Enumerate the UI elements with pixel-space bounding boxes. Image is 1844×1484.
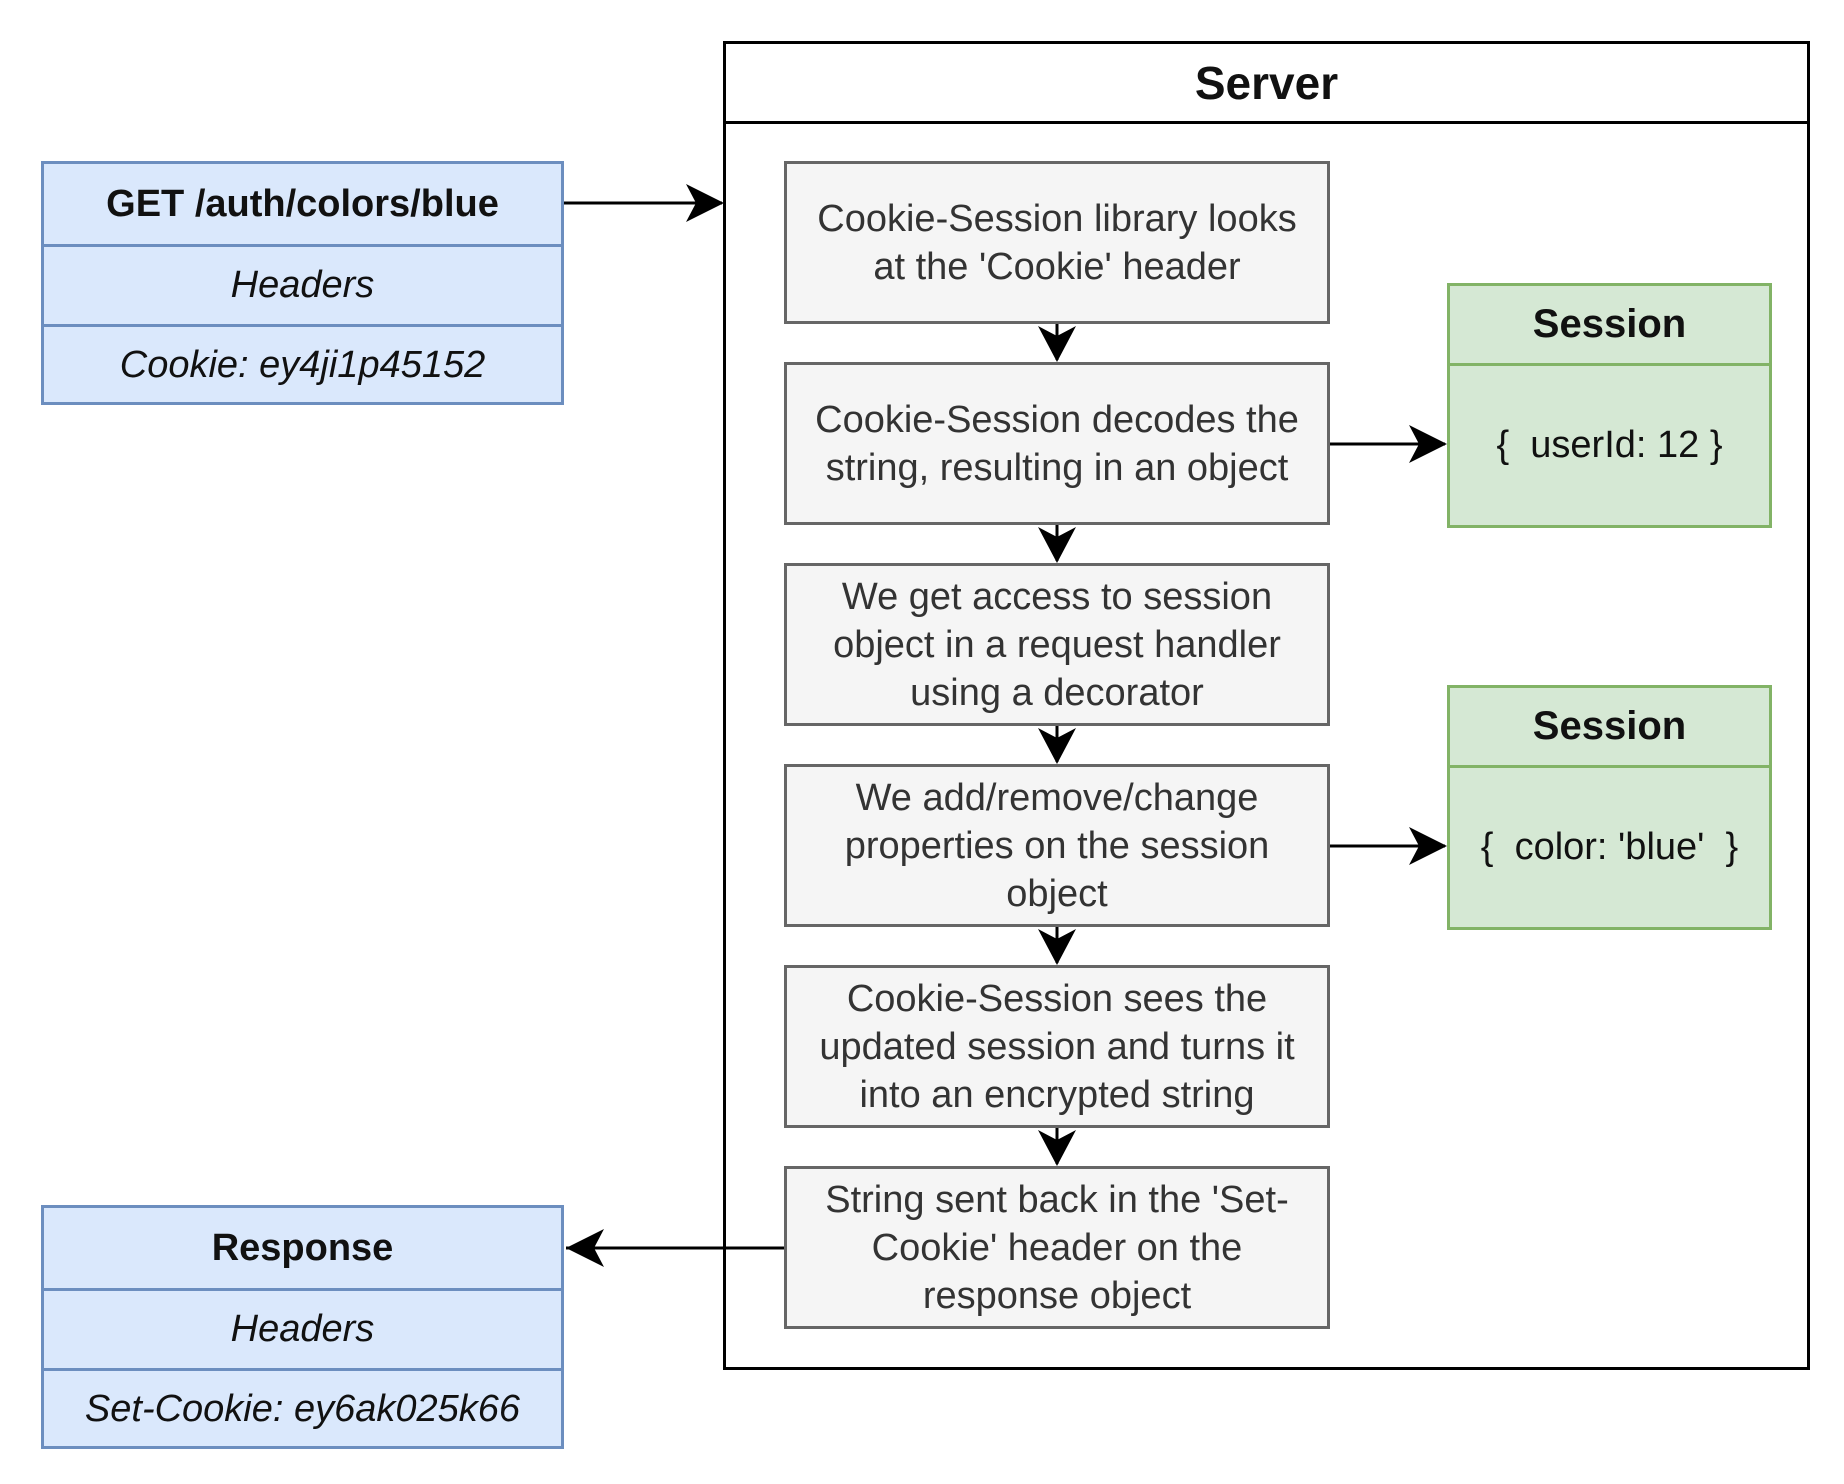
session-value: { userId: 12 } — [1496, 424, 1723, 466]
request-cookie: Cookie: ey4ji1p45152 — [44, 324, 561, 404]
response-set-cookie: Set-Cookie: ey6ak025k66 — [44, 1368, 561, 1448]
response-table: Response Headers Set-Cookie: ey6ak025k66 — [41, 1205, 564, 1449]
response-headers-label: Headers — [44, 1288, 561, 1368]
session-value: { color: 'blue' } — [1480, 826, 1739, 868]
step-modify-session: We add/remove/change properties on the s… — [784, 764, 1330, 927]
session-box-modified: Session { color: 'blue' } — [1447, 685, 1772, 930]
session-title: Session — [1450, 688, 1769, 768]
step-access-session: We get access to session object in a req… — [784, 563, 1330, 726]
server-title: Server — [726, 44, 1807, 124]
step-encrypt-session: Cookie-Session sees the updated session … — [784, 965, 1330, 1128]
request-headers-label: Headers — [44, 244, 561, 324]
session-box-decoded: Session { userId: 12 } — [1447, 283, 1772, 528]
arrowhead-request — [686, 184, 724, 222]
response-title: Response — [211, 1226, 394, 1269]
arrowhead-response — [566, 1229, 604, 1267]
session-title: Session — [1450, 286, 1769, 366]
request-title: GET /auth/colors/blue — [106, 182, 499, 225]
request-table: GET /auth/colors/blue Headers Cookie: ey… — [41, 161, 564, 405]
step-send-set-cookie: String sent back in the 'Set-Cookie' hea… — [784, 1166, 1330, 1329]
step-read-cookie: Cookie-Session library looks at the 'Coo… — [784, 161, 1330, 324]
step-decode-string: Cookie-Session decodes the string, resul… — [784, 362, 1330, 525]
